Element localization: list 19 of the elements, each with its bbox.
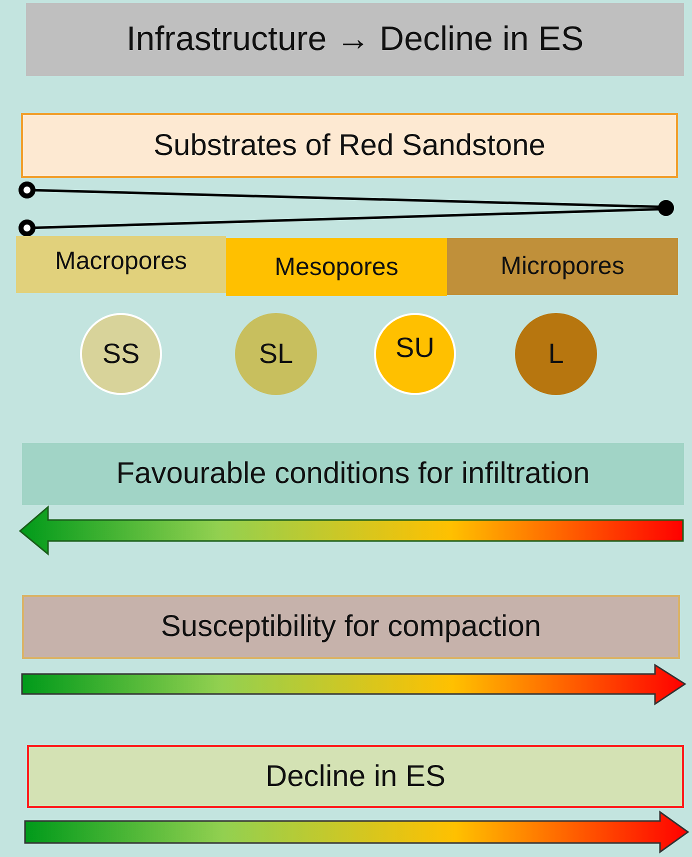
- header-box: [22, 595, 680, 659]
- box-label: Macropores: [55, 247, 187, 276]
- box-label: Micropores: [500, 252, 624, 281]
- box-label: Decline in ES: [265, 760, 446, 794]
- circle-label: SS: [102, 338, 140, 370]
- pore-band: [226, 238, 447, 296]
- box-label: Susceptibility for compaction: [160, 610, 542, 644]
- header-box: [27, 745, 684, 808]
- pore-band: [16, 236, 226, 293]
- box-label: Favourable conditions for infiltration: [116, 457, 590, 491]
- header-box: [22, 443, 684, 505]
- box-label: Substrates of Red Sandstone: [154, 128, 546, 162]
- box-label: Mesopores: [274, 252, 398, 282]
- circle-label: SU: [396, 332, 434, 364]
- heading-box: [21, 113, 678, 178]
- pore-band: [447, 238, 678, 295]
- title: Infrastructure → Decline in ES: [126, 20, 584, 59]
- circle-label: SL: [258, 338, 294, 370]
- circle-label: L: [548, 338, 564, 370]
